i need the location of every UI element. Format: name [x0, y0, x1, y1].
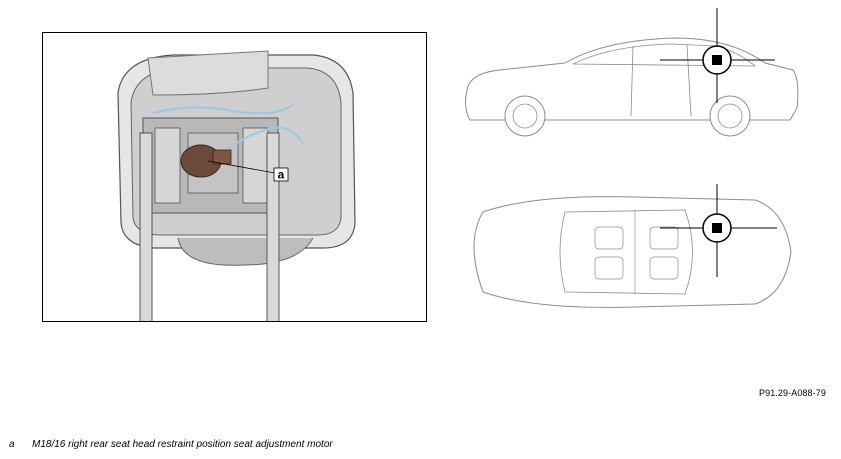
location-marker-square	[712, 55, 722, 65]
car-side-view-drawing	[465, 8, 799, 137]
legend-key: a	[9, 439, 15, 450]
legend-description: M18/16 right rear seat head restraint po…	[32, 439, 333, 450]
car-top-view	[455, 182, 805, 322]
car-side-view	[455, 8, 805, 143]
head-restraint-illustration-frame: a	[42, 32, 427, 322]
head-restraint-illustration: a	[117, 50, 356, 321]
location-marker-square	[712, 223, 722, 233]
callout-label-a: a	[278, 168, 285, 182]
figure-code: P91.29-A088-79	[759, 388, 826, 398]
car-top-view-drawing	[473, 184, 792, 308]
